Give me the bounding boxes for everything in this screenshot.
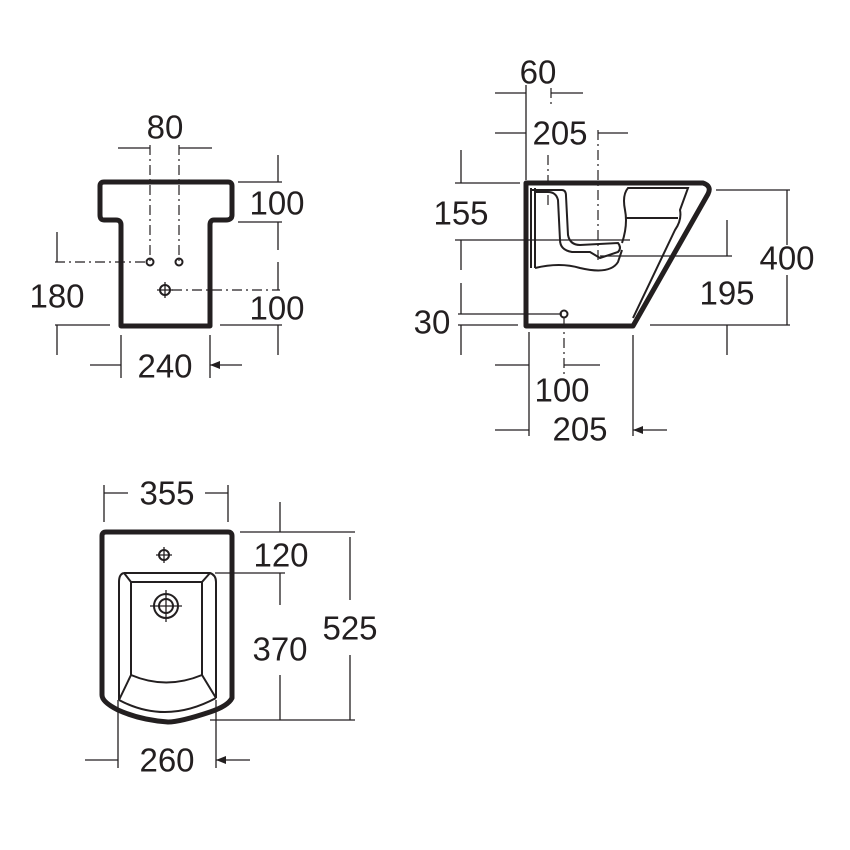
dim-total-height: 400 (759, 240, 814, 277)
centerline (55, 145, 280, 291)
dim-bowl-length: 370 (252, 631, 307, 668)
dim-bottom-offset: 30 (414, 304, 451, 341)
dim-outlet-distance: 100 (534, 372, 589, 409)
tap-hole-icon (156, 547, 172, 563)
side-outline (523, 180, 712, 329)
top-outline (99, 529, 235, 725)
dim-top-height: 100 (249, 185, 304, 222)
dimension-arrows (460, 92, 788, 430)
dimension-lines (55, 181, 282, 378)
dimension-arrows (56, 147, 279, 365)
dimension-arrows (85, 492, 351, 760)
front-outline (97, 179, 235, 329)
top-view: 355 120 370 525 260 (85, 475, 378, 779)
dim-bottom-height: 100 (249, 290, 304, 327)
dim-width: 355 (139, 475, 194, 512)
dimension-lines (455, 85, 790, 436)
dim-offset: 60 (520, 54, 557, 91)
dim-depth-top: 205 (532, 115, 587, 152)
hole-icon (145, 257, 184, 298)
dim-top-offset: 155 (433, 195, 488, 232)
dim-total-length: 525 (322, 610, 377, 647)
dim-top-spacing: 80 (147, 109, 184, 146)
side-view: 60 205 155 400 195 30 100 205 (414, 54, 815, 448)
side-inner-lines (530, 187, 690, 319)
dimension-lines (103, 485, 355, 768)
bowl-outline (118, 572, 217, 713)
dim-base-depth: 205 (552, 411, 607, 448)
dim-inlet-height: 180 (29, 278, 84, 315)
front-view: 80 100 180 100 240 (29, 109, 304, 385)
dim-bowl-height: 195 (699, 275, 754, 312)
dim-bowl-width: 260 (139, 742, 194, 779)
dim-base-width: 240 (137, 348, 192, 385)
drain-icon (150, 590, 182, 622)
dim-tap-distance: 120 (253, 537, 308, 574)
centerline (547, 88, 599, 378)
